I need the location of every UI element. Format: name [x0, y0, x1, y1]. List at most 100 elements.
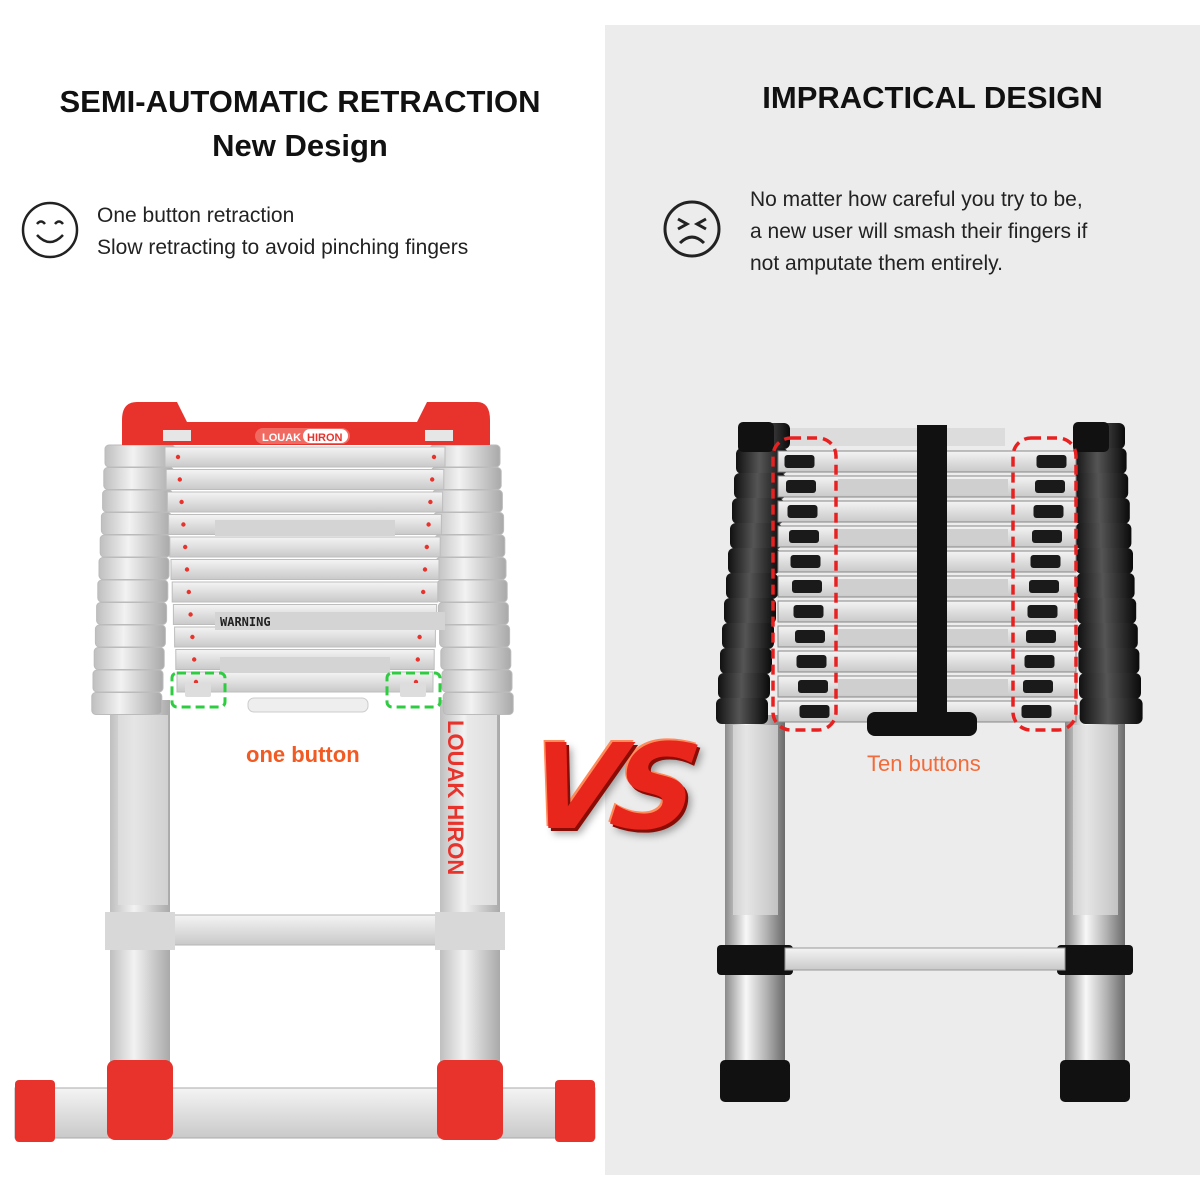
left-rung-rivet — [183, 544, 188, 550]
right-description: No matter how careful you try to be, a n… — [750, 184, 1087, 280]
right-black-joint — [1076, 573, 1135, 599]
left-title-line2: New Design — [212, 128, 388, 163]
right-desc-line3: not amputate them entirely. — [750, 252, 1003, 275]
right-black-joint — [1074, 473, 1129, 499]
left-safety-sticker — [467, 715, 497, 905]
right-black-joint — [722, 623, 774, 649]
left-callout-one-button: one button — [246, 742, 360, 767]
right-retract-button — [1035, 480, 1065, 493]
right-foot — [1060, 1060, 1130, 1102]
right-retract-button — [789, 530, 819, 543]
right-black-joint — [726, 573, 778, 599]
right-black-joint — [1075, 523, 1132, 549]
right-strap-handle — [867, 712, 977, 736]
right-buttons-highlight — [1011, 436, 1078, 732]
left-rail-brand-text: LOUAK HIRON — [443, 720, 468, 875]
left-rung-rivet — [430, 477, 435, 482]
left-rung-rivet — [181, 522, 186, 527]
right-rail-band — [717, 945, 793, 975]
left-title-line1: SEMI-AUTOMATIC RETRACTION — [59, 84, 541, 119]
left-safety-sticker — [118, 715, 168, 905]
left-rung-rivet — [421, 589, 426, 595]
right-black-joint — [730, 523, 782, 549]
left-rail-section — [91, 692, 163, 715]
left-rung-rivet — [426, 522, 431, 527]
left-rung — [170, 559, 440, 580]
vs-badge: VS — [520, 718, 701, 856]
right-retract-button — [1033, 505, 1064, 518]
right-top-cap — [738, 422, 774, 452]
right-retract-button — [793, 605, 824, 618]
right-retract-button — [1032, 530, 1062, 543]
left-rung-rivet — [417, 634, 422, 640]
left-base-end-cap — [15, 1080, 55, 1142]
left-rail-section — [434, 534, 506, 558]
left-desc-line1: One button retraction — [97, 204, 295, 227]
left-rung-rivet — [175, 454, 181, 460]
right-top-cap — [1073, 422, 1109, 452]
right-retract-button — [786, 480, 816, 493]
left-rail-section — [103, 467, 175, 490]
right-safety-sticker — [1073, 725, 1118, 915]
right-black-joint — [1073, 448, 1127, 474]
right-retract-button — [795, 630, 825, 643]
brand-text-hiron: HIRON — [307, 432, 343, 444]
left-rail-section — [96, 602, 168, 625]
left-rung-rivet — [184, 567, 190, 572]
left-base-end-cap — [555, 1080, 595, 1142]
left-retract-button — [185, 683, 211, 697]
right-black-joint — [724, 598, 776, 624]
brand-hiron-pill — [303, 429, 348, 443]
left-rail-section — [94, 624, 166, 648]
brand-text-louak: LOUAK — [262, 432, 301, 444]
right-retract-button — [1021, 705, 1052, 718]
right-retract-button — [1030, 555, 1061, 568]
right-desc-line1: No matter how careful you try to be, — [750, 188, 1083, 211]
left-desc-line2: Slow retracting to avoid pinching finger… — [97, 236, 469, 259]
left-rung — [165, 469, 445, 490]
left-rail-section — [93, 647, 165, 670]
left-rail-collar — [435, 912, 505, 950]
right-buttons-highlight — [771, 436, 838, 732]
right-foot — [720, 1060, 790, 1102]
left-handle — [247, 697, 369, 713]
left-foot — [107, 1060, 173, 1140]
right-retract-button — [1036, 455, 1067, 468]
right-retract-button — [1026, 630, 1056, 643]
right-retract-button — [792, 580, 822, 593]
right-title: IMPRACTICAL DESIGN — [762, 80, 1103, 115]
right-black-joint — [1077, 623, 1138, 649]
left-rung-rivet — [415, 657, 420, 662]
left-warning-text: WARNING — [220, 615, 271, 629]
right-callout-ten-buttons: Ten buttons — [867, 751, 981, 776]
left-rail-section — [435, 557, 507, 580]
left-rung-rivet — [428, 499, 433, 505]
left-foot — [437, 1060, 503, 1140]
left-rung-rivet — [177, 477, 182, 482]
left-rung — [176, 671, 434, 693]
left-rail-section — [92, 669, 164, 693]
right-black-joint — [1079, 673, 1141, 699]
right-retract-button — [796, 655, 827, 668]
right-rail-band — [1057, 945, 1133, 975]
left-rail-section — [442, 692, 514, 715]
left-rail-section — [437, 602, 509, 625]
right-black-joint — [1078, 648, 1140, 674]
left-top-cap — [122, 402, 490, 445]
right-black-joint — [1077, 598, 1137, 624]
right-retract-button — [1029, 580, 1059, 593]
left-description: One button retraction Slow retracting to… — [97, 200, 468, 264]
left-top-cap-slot — [425, 430, 453, 441]
left-label-sticker — [220, 657, 390, 673]
left-rail-section — [99, 534, 171, 558]
left-rung — [164, 446, 446, 468]
right-retract-button — [1023, 680, 1053, 693]
left-warning-sticker — [215, 612, 445, 630]
right-desc-line2: a new user will smash their fingers if — [750, 220, 1088, 243]
left-rung-rivet — [179, 499, 184, 505]
left-rail-section — [440, 647, 512, 670]
left-rung — [171, 581, 439, 603]
right-retract-button — [1024, 655, 1055, 668]
left-rung — [166, 491, 444, 513]
